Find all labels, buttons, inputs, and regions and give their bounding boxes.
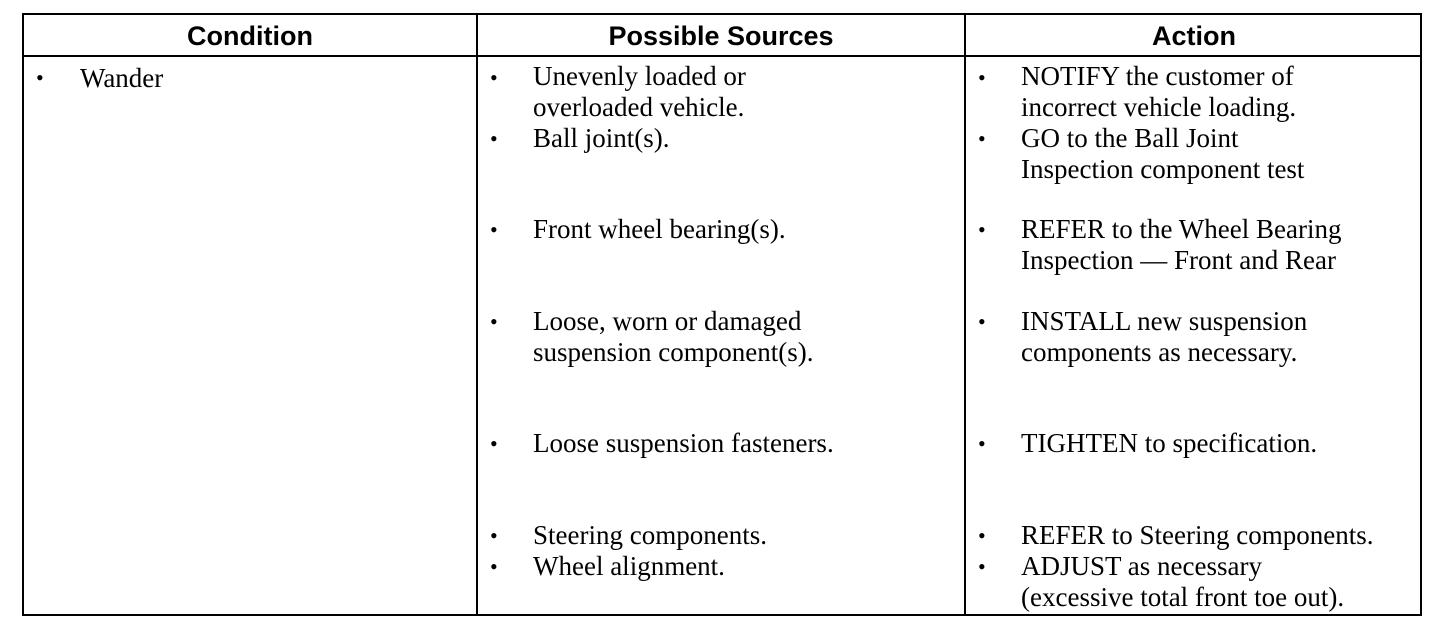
bullet: • <box>978 65 986 90</box>
column-divider-1 <box>476 15 478 614</box>
bullet: • <box>490 431 498 456</box>
action-item: REFER to the Wheel Bearing Inspection — … <box>1021 214 1342 275</box>
action-item: TIGHTEN to specification. <box>1021 428 1318 458</box>
header-possible-sources: Possible Sources <box>608 21 834 51</box>
bullet: • <box>490 309 498 334</box>
bullet: • <box>490 217 498 242</box>
header-action: Action <box>1152 21 1236 51</box>
bullet: • <box>978 309 986 334</box>
bullet: • <box>978 431 986 456</box>
bullet: • <box>978 523 986 548</box>
action-item: NOTIFY the customer of incorrect vehicle… <box>1021 61 1297 122</box>
source-item: Unevenly loaded or overloaded vehicle. <box>533 61 746 122</box>
bullet: • <box>490 65 498 90</box>
bullet: • <box>978 217 986 242</box>
action-item: INSTALL new suspension components as nec… <box>1021 306 1308 367</box>
source-item: Wheel alignment. <box>533 551 725 581</box>
bullet: • <box>36 65 44 90</box>
bullet: • <box>978 554 986 579</box>
condition-text: Wander <box>80 63 164 93</box>
source-item: Steering components. <box>533 520 767 550</box>
bullet: • <box>490 523 498 548</box>
header-divider <box>24 55 1420 57</box>
bullet: • <box>978 126 986 151</box>
bullet: • <box>490 126 498 151</box>
diagnosis-table: Condition Possible Sources Action • Wand… <box>22 13 1422 616</box>
source-item: Loose suspension fasteners. <box>533 428 834 458</box>
source-item: Front wheel bearing(s). <box>533 214 786 244</box>
header-condition: Condition <box>187 21 313 51</box>
column-divider-2 <box>964 15 966 614</box>
bullet: • <box>490 554 498 579</box>
action-item: GO to the Ball Joint Inspection componen… <box>1021 123 1305 184</box>
action-item: ADJUST as necessary (excessive total fro… <box>1021 551 1345 612</box>
source-item: Loose, worn or damaged suspension compon… <box>533 306 814 367</box>
source-item: Ball joint(s). <box>533 123 670 153</box>
action-item: REFER to Steering components. <box>1021 520 1374 550</box>
